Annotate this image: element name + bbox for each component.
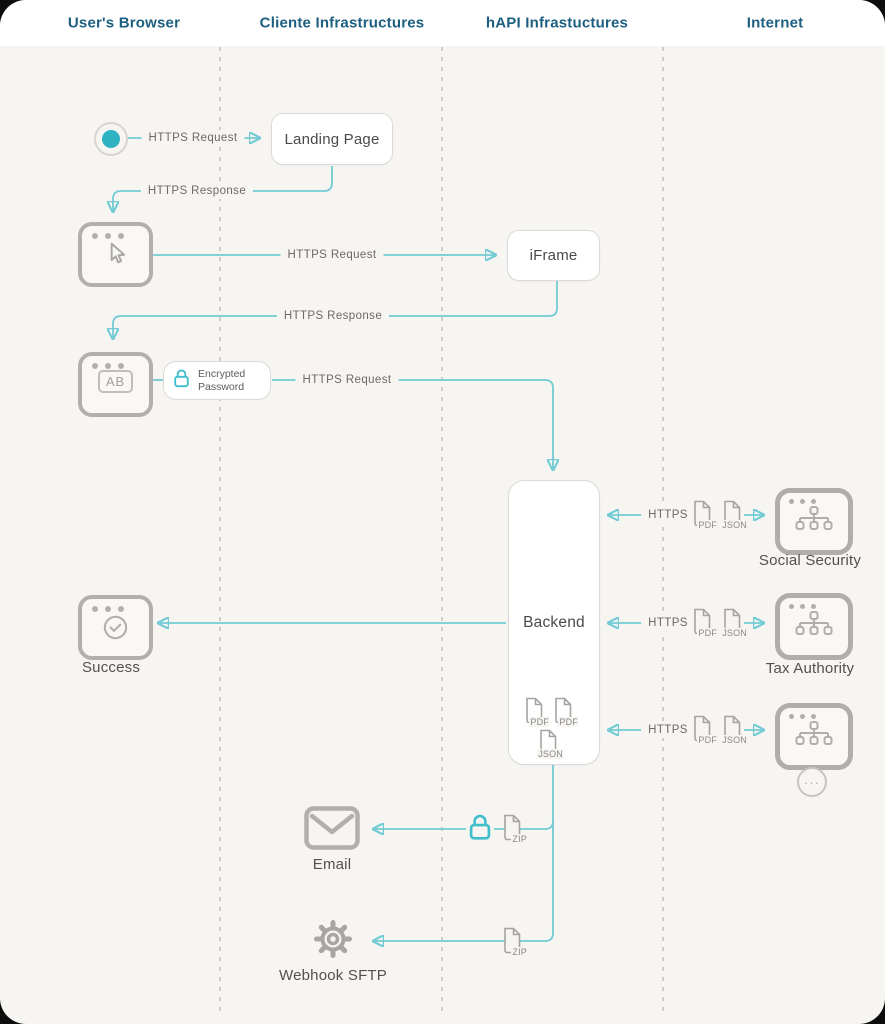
org-chart-icon — [795, 611, 833, 635]
browser-window-success — [78, 595, 153, 660]
json-file-icon: JSON — [721, 500, 747, 530]
label-https-response-2: HTTPS Response — [276, 308, 390, 324]
json-file-tag: JSON — [721, 520, 747, 530]
column-title-cliente-infrastructures: Cliente Infrastructures — [259, 14, 425, 32]
label-https-social: HTTPS — [641, 507, 695, 523]
column-title-internet: Internet — [746, 14, 804, 32]
check-circle-icon — [82, 613, 149, 642]
iframe-label: iFrame — [529, 247, 578, 264]
json-file-tag: JSON — [537, 749, 563, 759]
zip-file-icon: ZIP — [501, 814, 527, 844]
window-dots-icon — [789, 499, 848, 504]
json-file-icon: JSON — [721, 715, 747, 745]
iframe-node: iFrame — [507, 230, 600, 281]
json-file-tag: JSON — [721, 735, 747, 745]
label-https-response-1: HTTPS Response — [140, 183, 254, 199]
encrypted-password-node: Encrypted Password — [163, 361, 271, 400]
edge-backend-to-email — [375, 820, 554, 829]
social-security-node — [775, 488, 853, 555]
edge-backend-to-webhook — [375, 763, 554, 941]
pdf-file-tag: PDF — [558, 717, 578, 727]
lock-icon — [466, 813, 494, 847]
window-dots-icon — [92, 363, 149, 369]
email-envelope-icon — [304, 806, 360, 855]
zip-file-tag: ZIP — [511, 947, 527, 957]
ellipsis-label: ··· — [804, 774, 820, 790]
org-chart-icon — [795, 721, 833, 745]
landing-page-label: Landing Page — [284, 130, 380, 148]
ab-field-icon: AB — [97, 370, 134, 393]
browser-window-form: AB — [78, 352, 153, 417]
label-https-request-3: HTTPS Request — [295, 372, 399, 388]
zip-file-tag: ZIP — [511, 834, 527, 844]
window-dots-icon — [92, 233, 149, 239]
pdf-file-tag: PDF — [697, 520, 717, 530]
window-dots-icon — [789, 714, 848, 719]
lane-divider-2 — [441, 47, 443, 1013]
column-header-bar: User's Browser Cliente Infrastructures h… — [0, 0, 885, 46]
lane-divider-3 — [662, 47, 664, 1013]
tax-authority-node — [775, 593, 853, 660]
label-https-tax: HTTPS — [641, 615, 695, 631]
other-entity-node — [775, 703, 853, 770]
json-file-icon: JSON — [537, 729, 563, 759]
label-https-request-1: HTTPS Request — [141, 130, 245, 146]
label-https-other: HTTPS — [641, 722, 695, 738]
json-file-tag: JSON — [721, 628, 747, 638]
json-file-icon: JSON — [721, 608, 747, 638]
email-label: Email — [312, 856, 352, 873]
more-entities-icon: ··· — [797, 767, 827, 797]
pdf-file-icon: PDF — [523, 697, 549, 727]
gear-icon — [309, 913, 357, 970]
landing-page-node: Landing Page — [271, 113, 393, 165]
social-security-label: Social Security — [758, 552, 862, 569]
pdf-file-tag: PDF — [529, 717, 549, 727]
column-title-users-browser: User's Browser — [67, 14, 181, 32]
backend-node: Backend — [508, 480, 600, 765]
pdf-file-icon: PDF — [552, 697, 578, 727]
success-label: Success — [81, 659, 141, 676]
lock-icon — [173, 368, 190, 394]
pdf-file-icon: PDF — [691, 608, 717, 638]
pdf-file-tag: PDF — [697, 735, 717, 745]
webhook-sftp-label: Webhook SFTP — [278, 967, 388, 984]
pdf-file-icon: PDF — [691, 715, 717, 745]
encrypted-password-label: Encrypted Password — [198, 367, 246, 393]
label-https-request-2: HTTPS Request — [280, 247, 384, 263]
pdf-file-icon: PDF — [691, 500, 717, 530]
start-dot-icon — [102, 130, 120, 148]
browser-window-cursor — [78, 222, 153, 287]
backend-label: Backend — [523, 614, 585, 631]
start-node — [94, 122, 128, 156]
pdf-file-tag: PDF — [697, 628, 717, 638]
cursor-icon — [82, 240, 149, 266]
zip-file-icon: ZIP — [501, 927, 527, 957]
edge-password-to-backend — [272, 379, 553, 468]
column-title-hapi-infrastructures: hAPI Infrastuctures — [485, 14, 629, 32]
lane-divider-1 — [219, 47, 221, 1013]
org-chart-icon — [795, 506, 833, 530]
window-dots-icon — [789, 604, 848, 609]
tax-authority-label: Tax Authority — [765, 660, 855, 677]
window-dots-icon — [92, 606, 149, 612]
